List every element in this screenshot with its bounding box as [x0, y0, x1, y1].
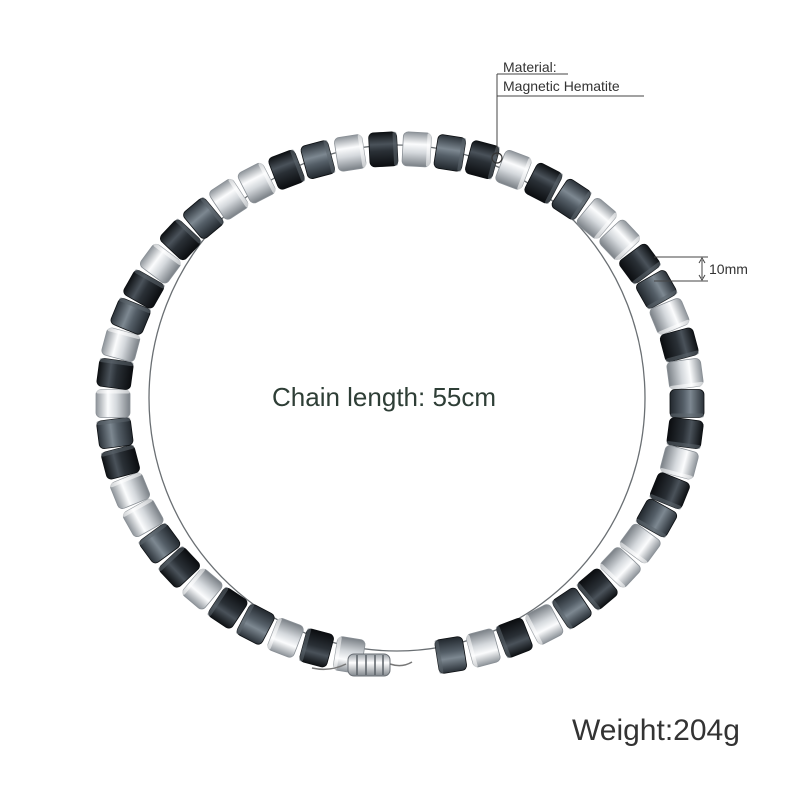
- material-pointer: [491, 73, 644, 164]
- bead: [465, 628, 501, 668]
- bead: [299, 628, 334, 668]
- bead-chain: [95, 131, 705, 674]
- bead: [158, 546, 200, 588]
- bead: [619, 243, 661, 285]
- bead: [138, 523, 181, 564]
- bead: [96, 417, 134, 449]
- bead: [649, 472, 690, 510]
- bead: [181, 567, 223, 610]
- bead: [334, 134, 367, 172]
- bead: [551, 587, 592, 630]
- bead: [666, 417, 704, 449]
- bead: [300, 140, 336, 180]
- bead: [669, 389, 705, 418]
- bead: [649, 298, 690, 336]
- bead: [576, 568, 618, 611]
- bead: [101, 444, 140, 480]
- bead-size-label: 10mm: [709, 261, 748, 277]
- bead: [666, 358, 704, 390]
- bead: [599, 219, 641, 261]
- bead: [110, 297, 151, 335]
- bead: [401, 131, 432, 168]
- bead: [236, 603, 275, 645]
- bead: [368, 131, 399, 168]
- weight-label: Weight:204g: [572, 714, 740, 747]
- material-value: Magnetic Hematite: [503, 78, 620, 94]
- bead: [524, 162, 563, 204]
- bead: [495, 617, 533, 659]
- bead: [122, 498, 164, 538]
- bead: [599, 547, 641, 589]
- dimension-arrow-icon: [654, 256, 708, 282]
- bead: [465, 140, 500, 180]
- bead: [109, 471, 151, 509]
- bead: [207, 586, 248, 629]
- bead: [237, 162, 277, 204]
- bead: [266, 617, 304, 658]
- bead: [659, 327, 699, 363]
- bead: [183, 197, 225, 239]
- bead: [101, 327, 141, 362]
- bead: [268, 149, 306, 190]
- bead: [524, 604, 564, 646]
- bead: [96, 358, 134, 390]
- bead: [495, 149, 533, 191]
- bead: [159, 218, 202, 261]
- clasp-icon: [311, 653, 413, 677]
- bead: [551, 178, 592, 221]
- bead: [619, 523, 661, 565]
- bead: [433, 134, 466, 172]
- bead: [140, 243, 182, 284]
- bead: [576, 198, 618, 240]
- bead: [95, 389, 131, 418]
- material-label: Material:: [503, 59, 557, 75]
- bead: [434, 636, 467, 674]
- chain-length-label: Chain length: 55cm: [272, 382, 497, 412]
- bead: [659, 445, 699, 480]
- bead: [635, 498, 678, 538]
- bead: [123, 269, 165, 309]
- bead: [209, 178, 250, 220]
